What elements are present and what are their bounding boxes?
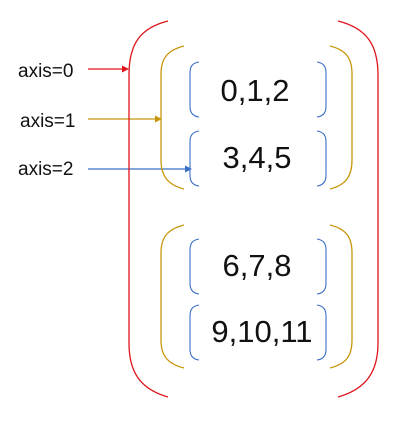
inner-brackets-row-2 — [189, 130, 327, 187]
middle-left-bracket-1 — [160, 45, 185, 190]
value-row-1: 0,1,2 — [221, 73, 290, 108]
inner-brackets-row-4 — [189, 304, 327, 361]
axis-1-arrow — [88, 115, 162, 123]
middle-right-bracket-1 — [329, 45, 353, 190]
axis-2-arrow — [88, 165, 192, 173]
value-row-3: 6,7,8 — [223, 248, 292, 283]
outer-right-bracket — [337, 20, 379, 398]
axis-1-label: axis=1 — [20, 111, 75, 132]
middle-left-bracket-2 — [160, 224, 185, 369]
axis-0-arrow — [88, 65, 129, 73]
axis-2-label: axis=2 — [18, 159, 73, 180]
outer-left-bracket — [128, 20, 169, 398]
value-row-4: 9,10,11 — [211, 314, 312, 349]
middle-right-bracket-2 — [329, 224, 353, 369]
value-row-2: 3,4,5 — [223, 140, 292, 175]
inner-brackets-row-3 — [189, 238, 327, 295]
axis-0-label: axis=0 — [18, 61, 73, 82]
inner-brackets-row-1 — [189, 61, 327, 118]
